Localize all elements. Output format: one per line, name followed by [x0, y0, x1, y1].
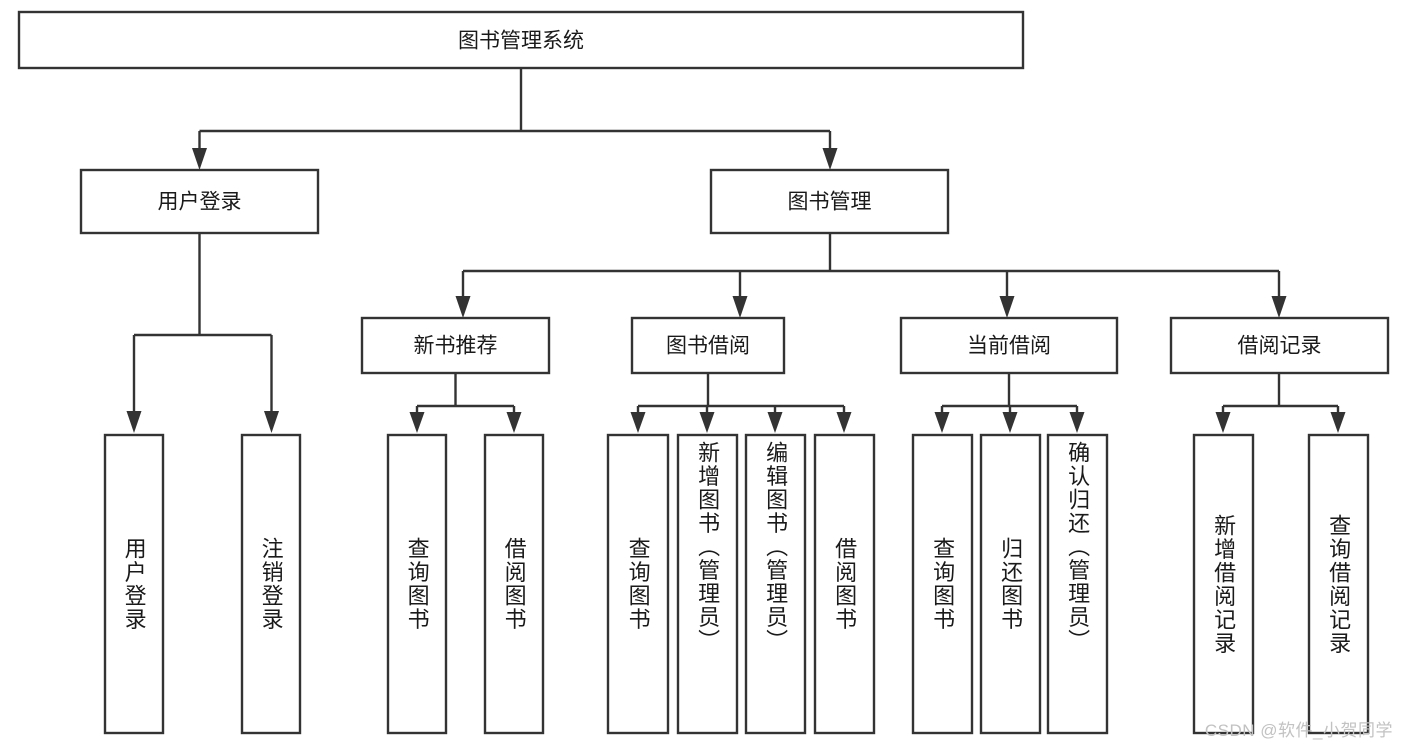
watermark-label: CSDN @软件_小贺同学	[1204, 721, 1393, 740]
leaf-box-user-login-1[interactable]	[240, 433, 302, 735]
arrow-book-borrow-leaf-3	[836, 412, 852, 433]
arrow-book-mgmt-to-book-borrow	[732, 296, 748, 318]
leaf-box-book-borrow-3[interactable]	[813, 433, 876, 735]
arrow-book-mgmt-to-borrow-record	[1271, 296, 1287, 318]
leaf-box-current-borrow-2[interactable]	[1046, 433, 1109, 735]
arrow-current-borrow-leaf-0	[934, 412, 950, 433]
arrow-current-borrow-leaf-2	[1069, 412, 1085, 433]
arrow-user-login-leaf-0	[126, 411, 142, 433]
leaf-box-current-borrow-0[interactable]	[911, 433, 974, 735]
arrow-book-mgmt-to-current-borrow	[999, 296, 1015, 318]
node-user-login[interactable]: 用户登录	[79, 168, 320, 235]
leaf-box-book-borrow-0[interactable]	[606, 433, 670, 735]
arrow-book-borrow-leaf-1	[699, 412, 715, 433]
leaf-box-user-login-0[interactable]	[103, 433, 165, 735]
leaf-box-book-borrow-1[interactable]	[676, 433, 739, 735]
arrow-new-book-leaf-1	[506, 412, 522, 433]
node-book-management[interactable]: 图书管理	[709, 168, 950, 235]
arrow-user-login-leaf-1	[264, 411, 279, 433]
node-current-borrow-label: 当前借阅	[967, 335, 1051, 358]
node-user-login-label: 用户登录	[158, 191, 242, 214]
leaf-box-new-book-0[interactable]	[386, 433, 448, 735]
leaf-box-book-borrow-2[interactable]	[744, 433, 807, 735]
connector-group	[126, 68, 1346, 433]
node-root[interactable]: 图书管理系统	[17, 10, 1025, 70]
node-book-management-label: 图书管理	[788, 191, 872, 214]
leaf-box-borrow-record-1[interactable]	[1307, 433, 1370, 735]
arrow-new-book-leaf-0	[409, 412, 425, 433]
node-current-borrow[interactable]: 当前借阅	[899, 316, 1119, 375]
arrow-current-borrow-leaf-1	[1002, 412, 1018, 433]
arrow-borrow-record-leaf-1	[1330, 412, 1346, 433]
arrow-borrow-record-leaf-0	[1215, 412, 1231, 433]
arrow-root-to-user-login	[192, 148, 207, 170]
arrow-book-borrow-leaf-0	[630, 412, 646, 433]
arrow-root-to-book-mgmt	[822, 148, 838, 170]
arrow-book-borrow-leaf-2	[767, 412, 783, 433]
leaf-box-current-borrow-1[interactable]	[979, 433, 1042, 735]
arrow-book-mgmt-to-new-book	[455, 296, 471, 318]
leaf-box-borrow-record-0[interactable]	[1192, 433, 1255, 735]
node-new-book-recommend-label: 新书推荐	[414, 335, 498, 358]
node-book-borrow-label: 图书借阅	[666, 335, 750, 358]
leaf-box-new-book-1[interactable]	[483, 433, 545, 735]
node-borrow-record-label: 借阅记录	[1238, 335, 1322, 358]
node-book-borrow[interactable]: 图书借阅	[630, 316, 786, 375]
node-root-label: 图书管理系统	[458, 30, 584, 53]
node-new-book-recommend[interactable]: 新书推荐	[360, 316, 551, 375]
node-borrow-record[interactable]: 借阅记录	[1169, 316, 1390, 375]
